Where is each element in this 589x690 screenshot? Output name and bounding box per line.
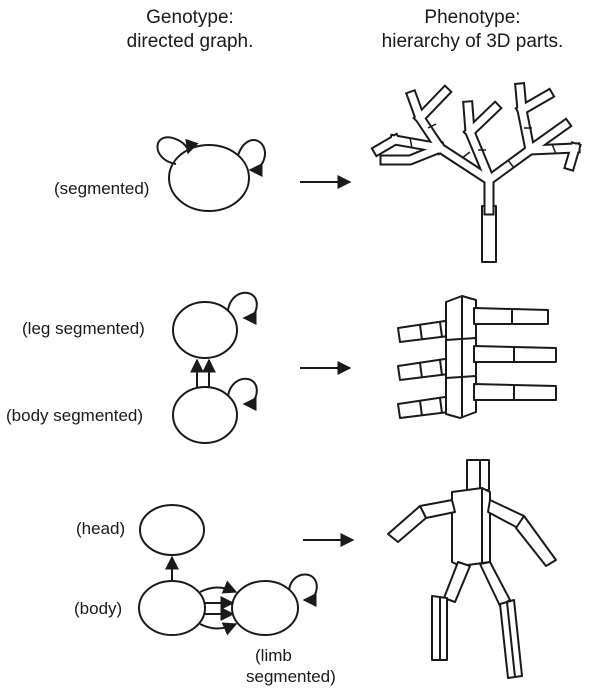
genotype-node-limb [232, 581, 298, 635]
edge-body-limb-4 [200, 624, 236, 629]
phenotype-humanoid [388, 460, 556, 678]
phenotype-segmented-body [398, 296, 556, 418]
genotype-node-leg [173, 302, 237, 358]
genotype-node-body3 [139, 581, 205, 635]
genotype-node-segmented [169, 145, 249, 211]
edge-body-limb-1 [200, 588, 236, 593]
genotype-node-head [140, 505, 204, 555]
phenotype-tree [378, 88, 575, 262]
